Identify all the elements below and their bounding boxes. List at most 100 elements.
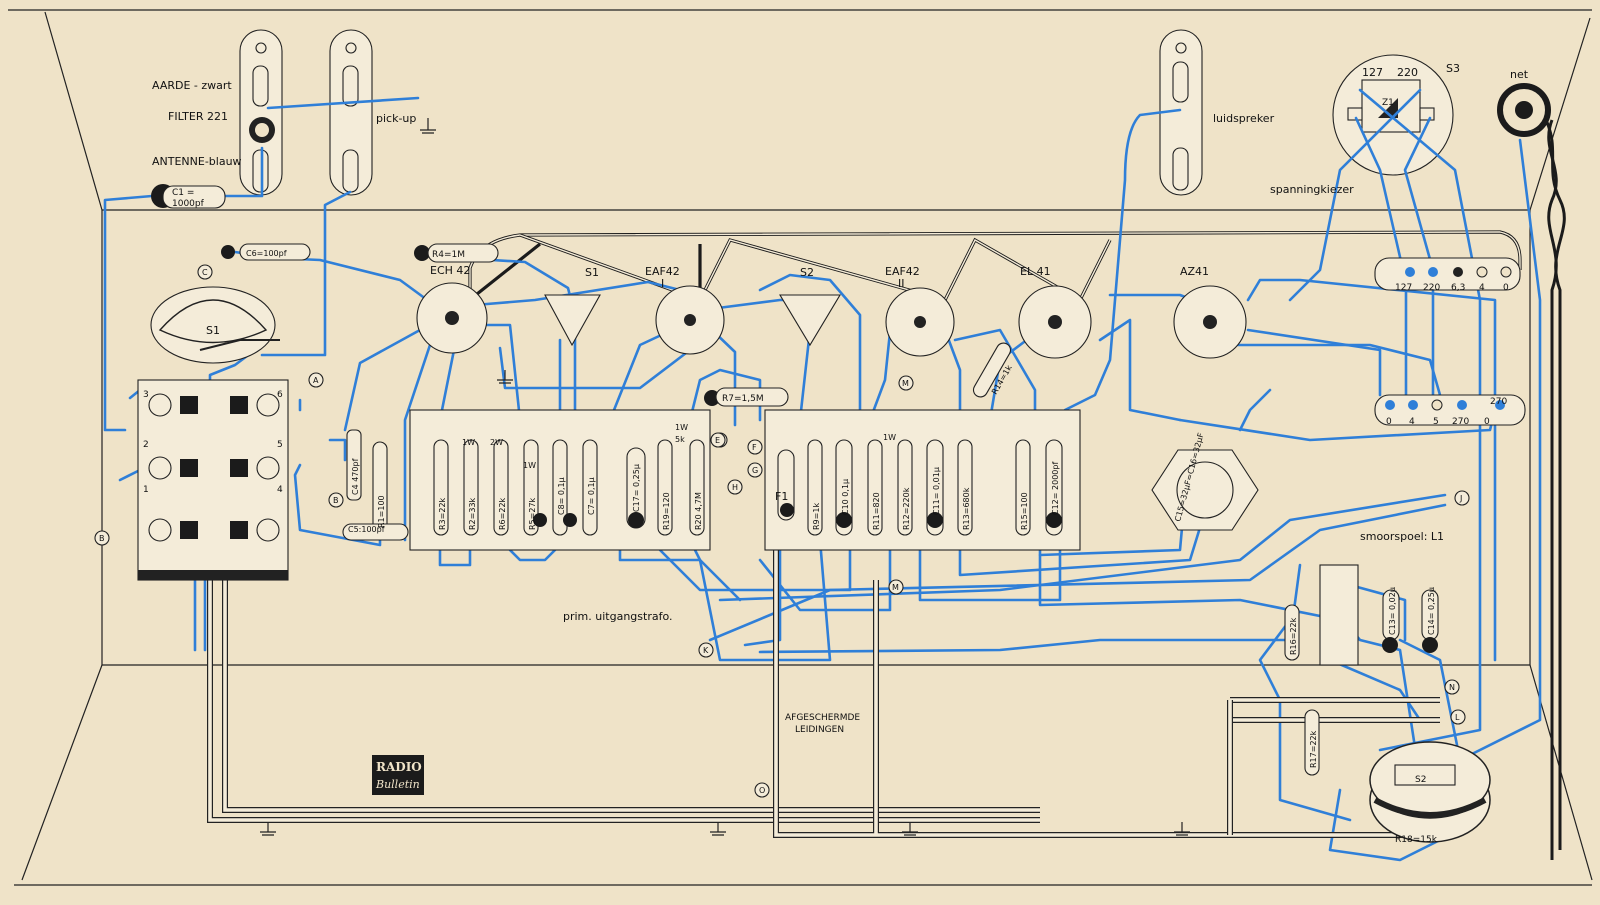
voltage-selector <box>1332 54 1454 176</box>
r7-label: R7=1,5M <box>722 394 764 404</box>
svg-text:G: G <box>752 466 758 475</box>
svg-text:4: 4 <box>1479 283 1485 293</box>
mains-socket <box>1497 83 1566 860</box>
svg-text:4: 4 <box>1409 417 1415 427</box>
switch-label-s2: S2 <box>800 266 814 279</box>
connection-markers: A B B C D E F G H J K L M M N O <box>94 264 1470 798</box>
pickup-bracket <box>329 29 373 196</box>
svg-text:E: E <box>715 436 720 445</box>
svg-text:5: 5 <box>1433 417 1439 427</box>
svg-text:N: N <box>1449 683 1455 692</box>
c12-label: C12= 2000pf <box>1051 462 1060 515</box>
r12-label: R12=220k <box>902 487 911 530</box>
marker-h: H <box>727 479 743 495</box>
svg-text:O: O <box>759 786 765 795</box>
svg-text:127: 127 <box>1395 283 1412 293</box>
tube-label-eaf42-2: EAF42 <box>885 265 920 278</box>
c5-label: C5:100pf <box>348 525 385 534</box>
svg-text:C: C <box>202 268 208 277</box>
marker-a: A <box>308 372 324 388</box>
svg-text:0: 0 <box>1386 417 1392 427</box>
tube-label-eaf42-1-sub: I <box>661 277 664 290</box>
label-prim: prim. uitgangstrafo. <box>563 610 673 623</box>
label-smoorspoel: smoorspoel: L1 <box>1360 530 1444 543</box>
svg-text:270: 270 <box>1452 417 1469 427</box>
terminal-strip-top <box>1374 257 1521 291</box>
label-z1: Z1 <box>1382 98 1394 108</box>
volume-pot <box>1369 741 1491 843</box>
switch-board-numbers: 3 6 2 5 1 4 <box>143 390 283 495</box>
marker-j: J <box>1454 490 1470 506</box>
switch-label-s1: S1 <box>585 266 599 279</box>
bandswitch-s2-block <box>779 294 841 347</box>
tube-label-el41: EL 41 <box>1020 265 1051 278</box>
r6-label: R6=22k <box>498 497 507 530</box>
bandswitch-s1-block <box>544 294 601 347</box>
electrolytic-can <box>1151 449 1259 531</box>
ground-symbols <box>260 118 1190 836</box>
c1-label-a: C1 = <box>172 188 194 198</box>
svg-text:1: 1 <box>143 485 149 495</box>
svg-text:K: K <box>703 646 709 655</box>
marker-l: L <box>1450 709 1466 725</box>
r15-label: R15=100 <box>1020 492 1029 530</box>
wattage-r20-b: 5k <box>675 435 685 444</box>
c11-label: C11= 0,01µ <box>932 467 941 515</box>
label-220: 220 <box>1397 66 1418 79</box>
tube-el41 <box>1018 285 1092 359</box>
r17-label: R17=22k <box>1309 730 1318 768</box>
logo-radio: RADIO <box>376 760 422 774</box>
marker-m2: M <box>888 579 904 595</box>
label-s1: S1 <box>206 324 220 337</box>
r5-label: R5=27k <box>528 497 537 530</box>
marker-f: F <box>747 439 763 455</box>
r1-label: R1=100 <box>377 495 386 528</box>
r2-label: R2=33k <box>468 497 477 530</box>
marker-m: M <box>898 375 914 391</box>
tube-label-eaf42-1: EAF42 <box>645 265 680 278</box>
terminal-270: 270 <box>1490 397 1507 407</box>
wattage-r6: 2W <box>490 438 503 447</box>
antenna-bracket <box>239 29 283 196</box>
svg-text:4: 4 <box>277 485 283 495</box>
component-bodies <box>151 184 1063 541</box>
tube-label-az41: AZ41 <box>1180 265 1209 278</box>
r19-label: R19=120 <box>662 492 671 530</box>
marker-e: E <box>710 432 726 448</box>
c1-label-b: 1000pf <box>172 199 205 209</box>
tube-eaf42-2 <box>885 287 955 357</box>
terminal-mid-labels: 0 4 5 270 0 270 <box>1386 397 1507 427</box>
svg-text:0: 0 <box>1503 283 1509 293</box>
marker-o: O <box>754 782 770 798</box>
c7-label: C7= 0,1µ <box>587 477 596 515</box>
r13-label: R13=680k <box>962 487 971 530</box>
marker-n: N <box>1444 679 1460 695</box>
marker-c: C <box>197 264 213 280</box>
svg-text:F: F <box>752 443 757 452</box>
c6-label: C6=100pf <box>246 249 287 258</box>
terminal-top-labels: 127 220 6,3 4 0 <box>1395 283 1509 293</box>
svg-text:6,3: 6,3 <box>1451 283 1465 293</box>
label-pickup: pick-up <box>376 112 416 125</box>
svg-text:5: 5 <box>277 440 283 450</box>
label-s3: S3 <box>1446 62 1460 75</box>
r4-label: R4=1M <box>432 250 465 260</box>
label-afgeschermde-1: AFGESCHERMDE <box>785 713 860 723</box>
switch-contacts <box>148 393 280 542</box>
svg-text:H: H <box>732 483 738 492</box>
f1-label: F1 <box>775 490 788 503</box>
tube-eaf42-1 <box>655 285 725 355</box>
terminal-strip-mid <box>1374 394 1526 426</box>
label-spanningkiezer: spanningkiezer <box>1270 183 1354 196</box>
heater-wiring <box>468 230 1522 303</box>
marker-g: G <box>747 462 763 478</box>
wave-switch-s1 <box>137 286 289 581</box>
svg-text:B: B <box>333 496 339 505</box>
label-aarde: AARDE - zwart <box>152 79 232 92</box>
c14-label: C14= 0,25µ <box>1427 587 1436 635</box>
r11-label: R11=820 <box>872 492 881 530</box>
c13-label: C13= 0,02µ <box>1388 587 1397 635</box>
svg-text:A: A <box>313 376 319 385</box>
c17-label: C17= 0,25µ <box>632 464 641 512</box>
